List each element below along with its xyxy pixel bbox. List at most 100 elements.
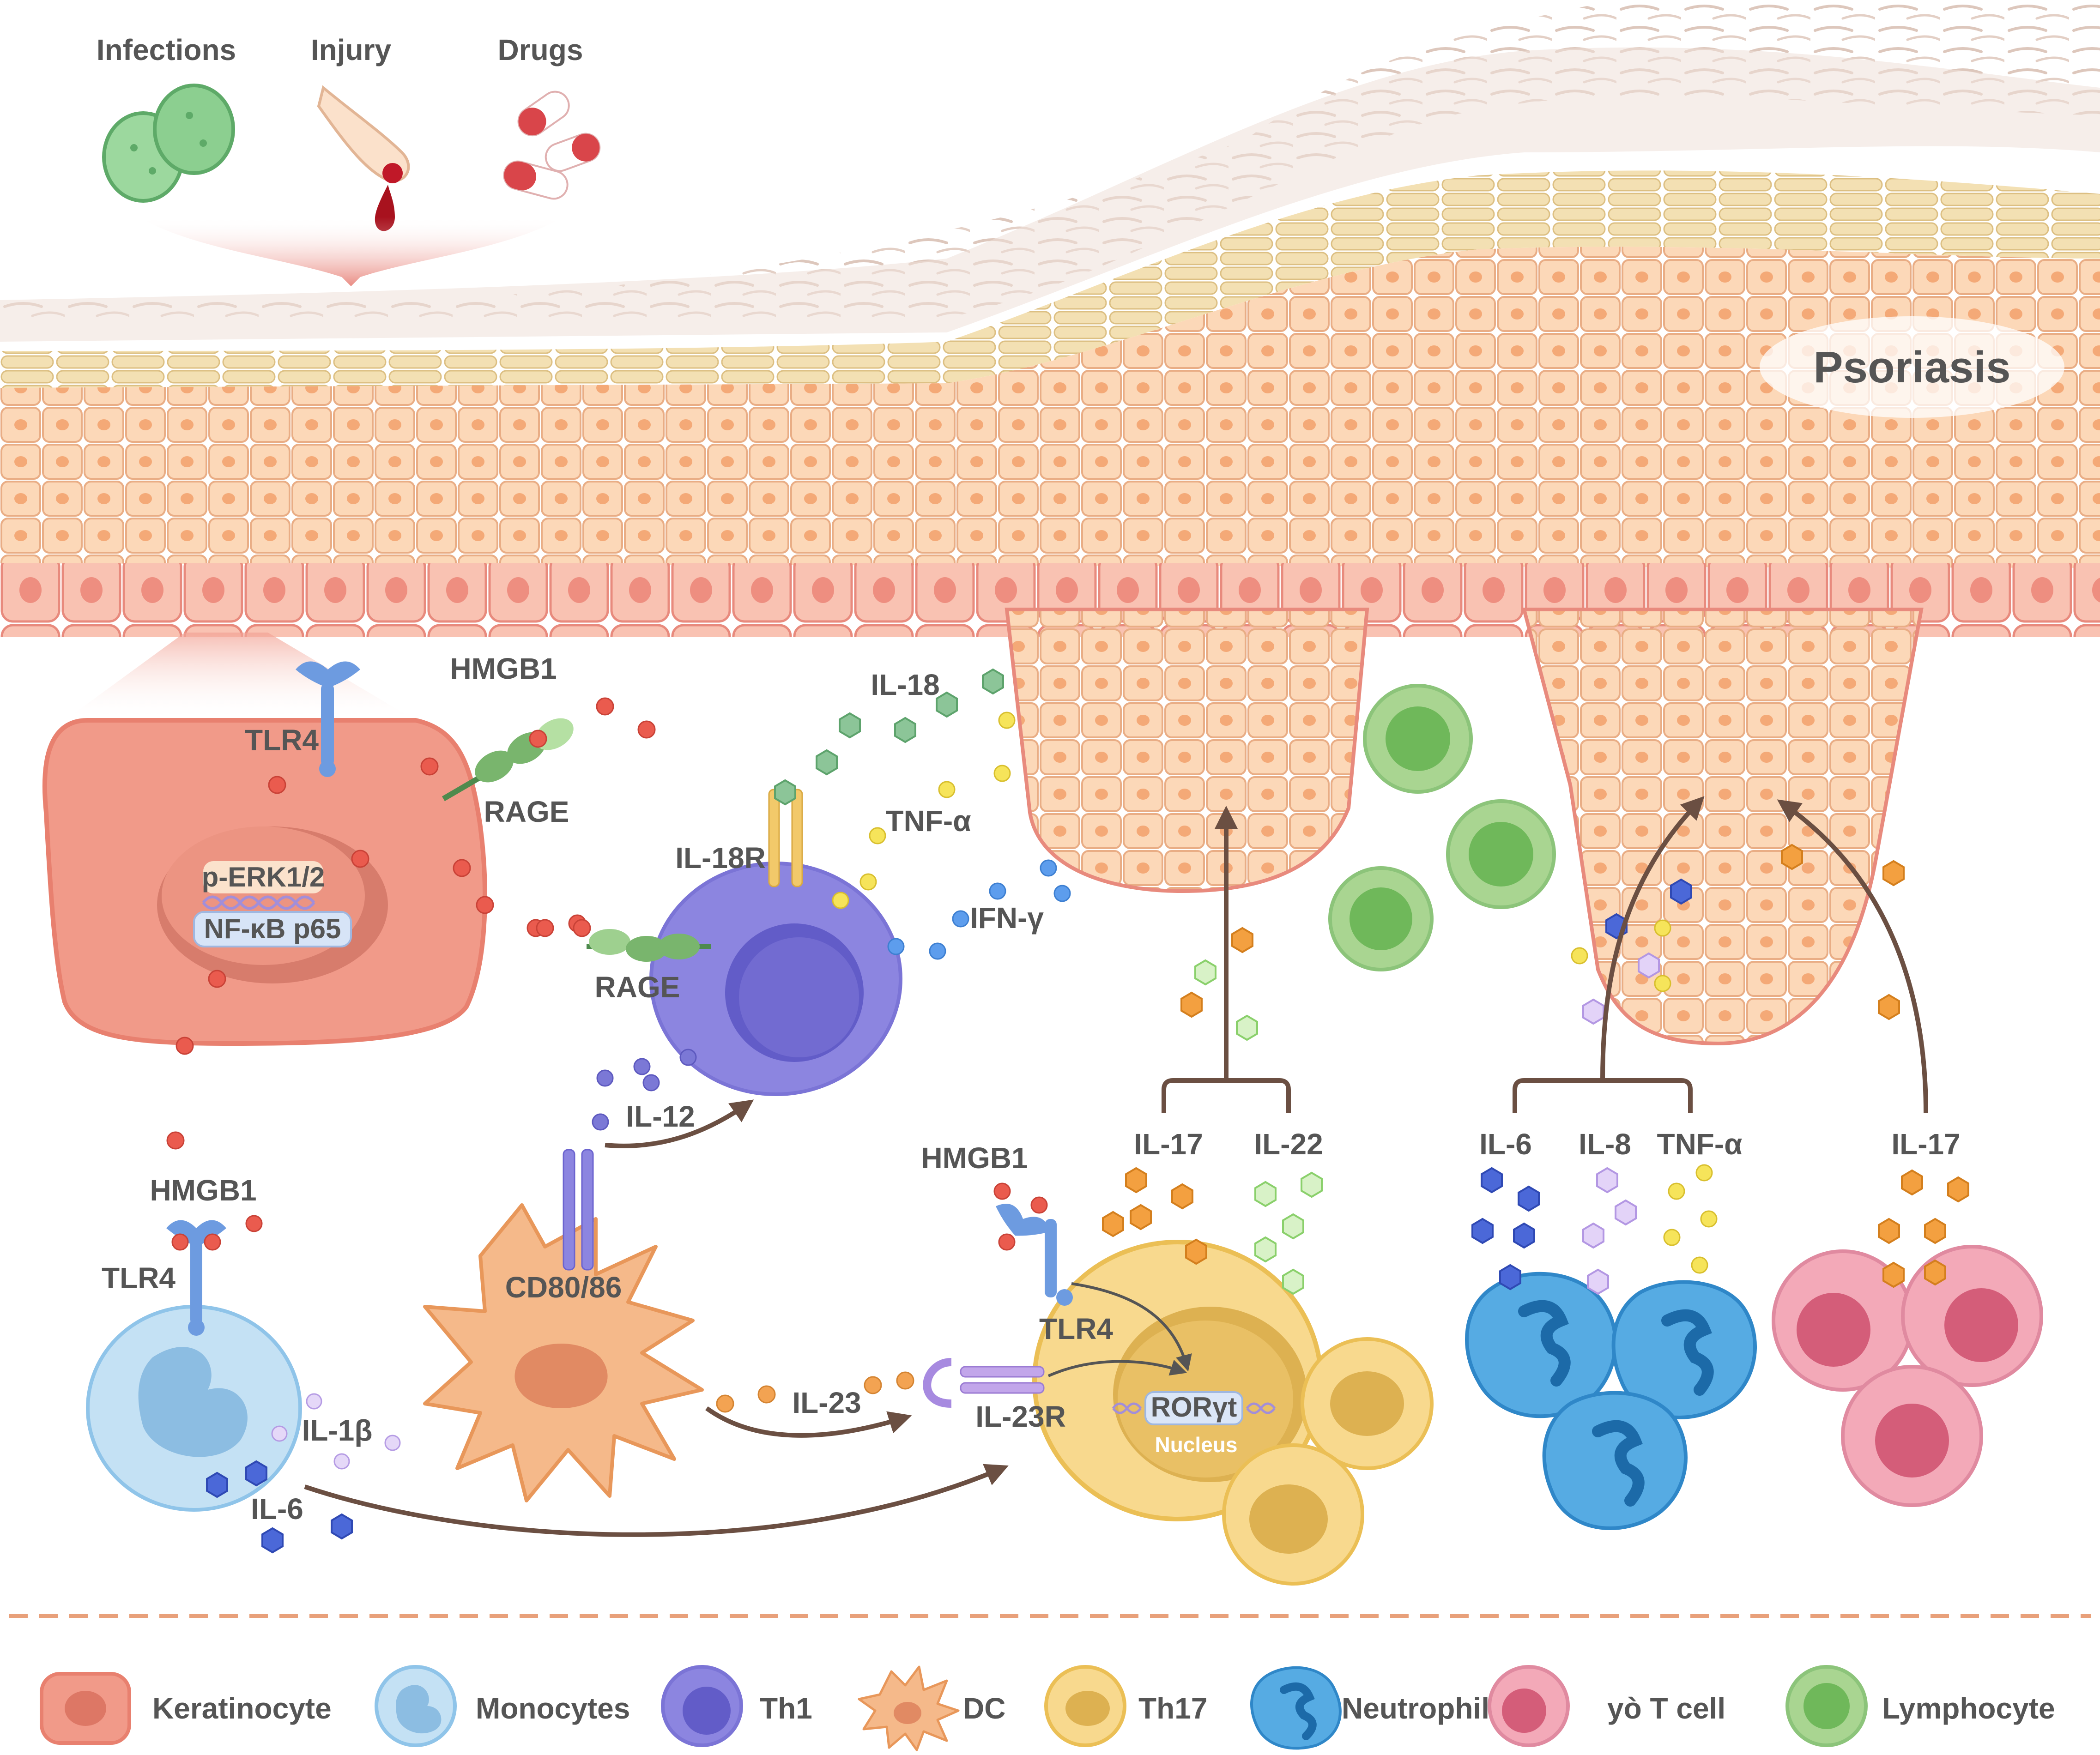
legend-label-lymphocyte: Lymphocyte (1882, 1692, 2055, 1725)
stratum-corneum (0, 170, 2100, 388)
rorgt-dna-icon (1112, 1402, 1276, 1414)
legend-label-neutrophil: Neutrophil (1342, 1692, 1489, 1725)
il1b-dots (271, 1393, 401, 1470)
il12-dots (592, 1049, 697, 1131)
skin-layer: Psoriasis (0, 0, 2100, 1046)
legend-label-dc: DC (963, 1692, 1005, 1725)
hmgb1-dot (536, 919, 554, 937)
th1-il12-label: IL-12 (626, 1100, 695, 1133)
legend-item-gdt: yò T cell (1488, 1665, 1725, 1747)
legend-label-monocytes: Monocytes (476, 1692, 630, 1725)
keratinocyte-panel: p-ERK1/2 NF-κB p65 TLR4 HMGB1 RAGE (42, 633, 574, 1046)
tnfa-dots (832, 712, 1016, 909)
tlr4-receptor-icon (296, 661, 360, 777)
hmgb1-dot (573, 919, 591, 937)
neutrophil-tnfa-dots (1571, 919, 1718, 1274)
pill-icon (503, 90, 601, 200)
th1-tnfa-label: TNF-α (885, 804, 971, 838)
hmgb1-dot (204, 1233, 221, 1251)
th17-nucleus-label: Nucleus (1155, 1433, 1238, 1457)
neutrophil-nucleus (1518, 1300, 1571, 1387)
legend-label-th17: Th17 (1138, 1692, 1207, 1725)
legend-item-th1: Th1 (661, 1665, 812, 1747)
th1-rage-label: RAGE (595, 971, 680, 1004)
dc-il23-label: IL-23 (792, 1386, 861, 1419)
il18r-receptor-icon (768, 789, 803, 887)
th17-il22-label: IL-22 (1254, 1128, 1323, 1161)
intracellular-arrows (1047, 1282, 1192, 1377)
dc-panel: CD80/86 IL-23 (423, 1149, 861, 1502)
lymphocyte-cells (1328, 684, 1556, 971)
th1-panel: IL-18R IL-18 TNF-α IFN-γ RAGE IL-12 (536, 668, 1044, 1133)
neutrophil-nucleus (1661, 1309, 1714, 1396)
finger-injury-icon (317, 85, 410, 231)
monocyte-tlr4-label: TLR4 (102, 1261, 176, 1295)
il23r-receptor-icon (923, 1358, 1045, 1408)
monocyte-panel: HMGB1 TLR4 IL-1β IL-6 (86, 1174, 372, 1526)
th17-tlr4-icon (996, 1204, 1073, 1306)
neutrophil-to-epidermis-arrow (1600, 796, 1705, 1081)
hmgb1-dot (171, 1233, 189, 1251)
neutrophil-cells: IL-6 IL-8 TNF-α (1465, 1128, 1757, 1530)
dc-nucleus (514, 1344, 608, 1408)
neutrophil-il8-hexagons (1582, 952, 1660, 1295)
lymphocyte-nucleus (1350, 887, 1412, 950)
gdt-nucleus (1944, 1288, 2018, 1362)
legend-item-lymphocyte: Lymphocyte (1785, 1665, 2055, 1747)
kera-hmgb1-label: HMGB1 (450, 652, 557, 685)
cd80-receptor-icon (563, 1149, 594, 1271)
il17-hexagons (1102, 927, 1253, 1265)
th17-rorgt-label: RORγt (1151, 1392, 1237, 1423)
neutrophil-cell (1542, 1391, 1688, 1530)
lymphocyte-nucleus (1469, 822, 1533, 887)
monocyte-tlr4-icon (166, 1220, 226, 1336)
legend-item-neutrophil: Neutrophil (1250, 1666, 1489, 1750)
neutrophil-il6-label: IL-6 (1479, 1128, 1532, 1161)
pathway-arrows (304, 796, 1928, 1537)
trigger-infections-label: Infections (97, 33, 236, 66)
th17-panel: RORγt Nucleus HMGB1 TLR4 IL-23R IL-17 IL… (921, 1128, 1434, 1586)
il12-to-th1-arrow (605, 1099, 754, 1148)
diagram-title: Psoriasis (1814, 343, 2011, 392)
hmgb1-dots-th17 (993, 1182, 1048, 1251)
il18-hexagons (774, 668, 1004, 806)
neutrophil-il8-label: IL-8 (1579, 1128, 1631, 1161)
trigger-drugs-label: Drugs (498, 33, 583, 66)
rorgt-box (1144, 1391, 1243, 1425)
il6-hexagons (206, 1460, 353, 1554)
trigger-injury-label: Injury (311, 33, 392, 66)
legend-item-monocytes: Monocytes (375, 1665, 630, 1747)
il23r-to-rorgt-arrow (1047, 1359, 1187, 1377)
th17-il23r-label: IL-23R (975, 1400, 1066, 1433)
th1-il18-label: IL-18 (871, 668, 939, 701)
dna-helix-icon (202, 895, 315, 910)
gdt-to-epidermis-arrow (1777, 799, 1928, 1113)
monocyte-to-th17-arrow (304, 1464, 1009, 1537)
spinous-layer (0, 247, 2100, 568)
perk-label: p-ERK1/2 (202, 862, 325, 893)
monocyte-hmgb1-label: HMGB1 (150, 1174, 256, 1207)
neutrophil-tnfa-label: TNF-α (1657, 1128, 1742, 1161)
neutrophil-bracket (1513, 1078, 1693, 1113)
th17-il17-label: IL-17 (1134, 1128, 1203, 1161)
hmgb1-dot (245, 1215, 263, 1232)
lymphocyte-nucleus (1386, 706, 1450, 771)
th17-tlr4-label: TLR4 (1039, 1312, 1113, 1345)
il17-il22-bracket (1162, 1078, 1291, 1113)
legend: Keratinocyte Monocytes Th1 DC Th17 Neutr… (40, 1665, 2055, 1751)
gdt-nucleus (1875, 1404, 1949, 1478)
il23-dots (716, 1371, 914, 1413)
monocyte-nucleus (138, 1347, 248, 1457)
title-glow (1760, 316, 2064, 418)
th17-small-nucleus (1249, 1484, 1328, 1554)
tlr4-to-rorgt-arrow (1071, 1282, 1192, 1372)
hmgb1-dots (166, 697, 656, 1150)
neutrophil-nucleus (1592, 1420, 1645, 1507)
th1-ifng-label: IFN-γ (970, 901, 1044, 935)
legend-item-dc: DC (858, 1665, 1005, 1751)
legend-label-th1: Th1 (760, 1692, 812, 1725)
legend-label-keratinocyte: Keratinocyte (152, 1692, 332, 1725)
legend-item-th17: Th17 (1044, 1665, 1207, 1747)
